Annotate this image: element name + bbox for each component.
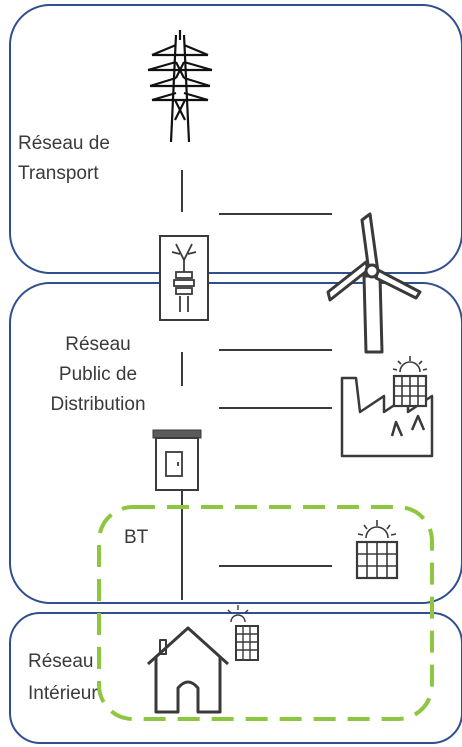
solar-panel-icon [355,520,399,580]
solar-panel-icon [227,605,259,661]
distribution-label-line3: Distribution [50,394,146,415]
transport-label-line2: Transport [18,163,99,184]
distribution-cabinet-icon [152,429,202,491]
wind-turbine-icon [326,212,422,354]
interior-label-line2: Intérieur [28,683,98,704]
distribution-label-line2: Public de [58,364,138,385]
transport-label-line1: Réseau de [18,133,110,154]
transport-zone [9,4,462,274]
distribution-label-line1: Réseau [65,334,131,355]
distribution-zone [9,282,462,604]
factory-icon [340,376,434,458]
bt-zone [97,505,434,721]
distribution-zone-label: Réseau Public de Distribution [18,333,178,417]
substation-transformer-icon [159,235,209,321]
house-icon [146,626,230,714]
transport-zone-label: Réseau de Transport [18,132,110,186]
bt-zone-label: BT [124,527,149,548]
interior-zone [9,612,462,744]
interior-zone-label: Réseau Intérieur [28,650,98,706]
connection-lines [181,170,332,600]
interior-label-line1: Réseau [28,651,94,672]
solar-panel-icon [392,356,428,408]
pylon-icon [147,30,213,143]
